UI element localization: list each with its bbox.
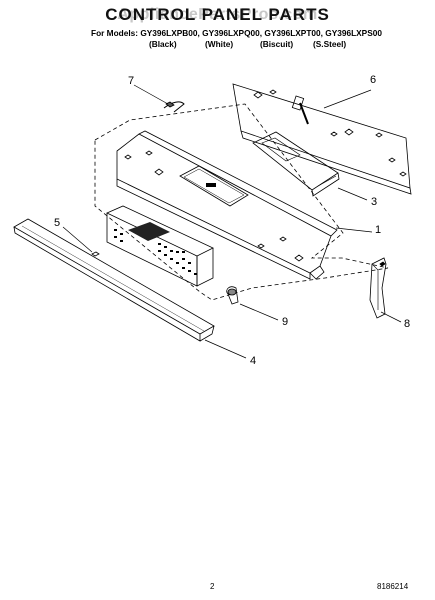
callout-4: 4 <box>250 355 256 367</box>
watermark: AppliancePartsPros.com <box>117 6 318 23</box>
page-title: CONTROL PANEL PARTS <box>105 5 330 24</box>
callout-8: 8 <box>404 318 410 330</box>
knob-part-9 <box>226 286 239 305</box>
keypad-overlay <box>106 205 214 287</box>
control-panel-part-1 <box>116 130 338 280</box>
trim-strip-part-4 <box>13 218 215 342</box>
wire-clip-part-7 <box>163 101 185 113</box>
page-number: 2 <box>210 582 215 591</box>
callout-6: 6 <box>370 74 376 86</box>
back-panel-part-6 <box>232 83 412 195</box>
assembly-outline <box>94 103 389 301</box>
color-black: (Black) <box>149 39 177 49</box>
color-stainless: (S.Steel) <box>313 39 347 49</box>
callout-3: 3 <box>371 196 377 208</box>
callout-9: 9 <box>282 316 288 328</box>
side-bracket-part-8 <box>369 257 387 319</box>
fastener-part-5 <box>91 251 100 257</box>
callout-1: 1 <box>375 224 381 236</box>
document-number: 8186214 <box>377 582 409 591</box>
callout-5: 5 <box>54 217 60 229</box>
color-white: (White) <box>205 39 234 49</box>
callout-7: 7 <box>128 75 134 87</box>
control-board-part-3 <box>252 131 340 197</box>
color-biscuit: (Biscuit) <box>260 39 294 49</box>
models-line: For Models: GY396LXPB00, GY396LXPQ00, GY… <box>91 28 382 38</box>
leader-lines <box>62 84 402 359</box>
